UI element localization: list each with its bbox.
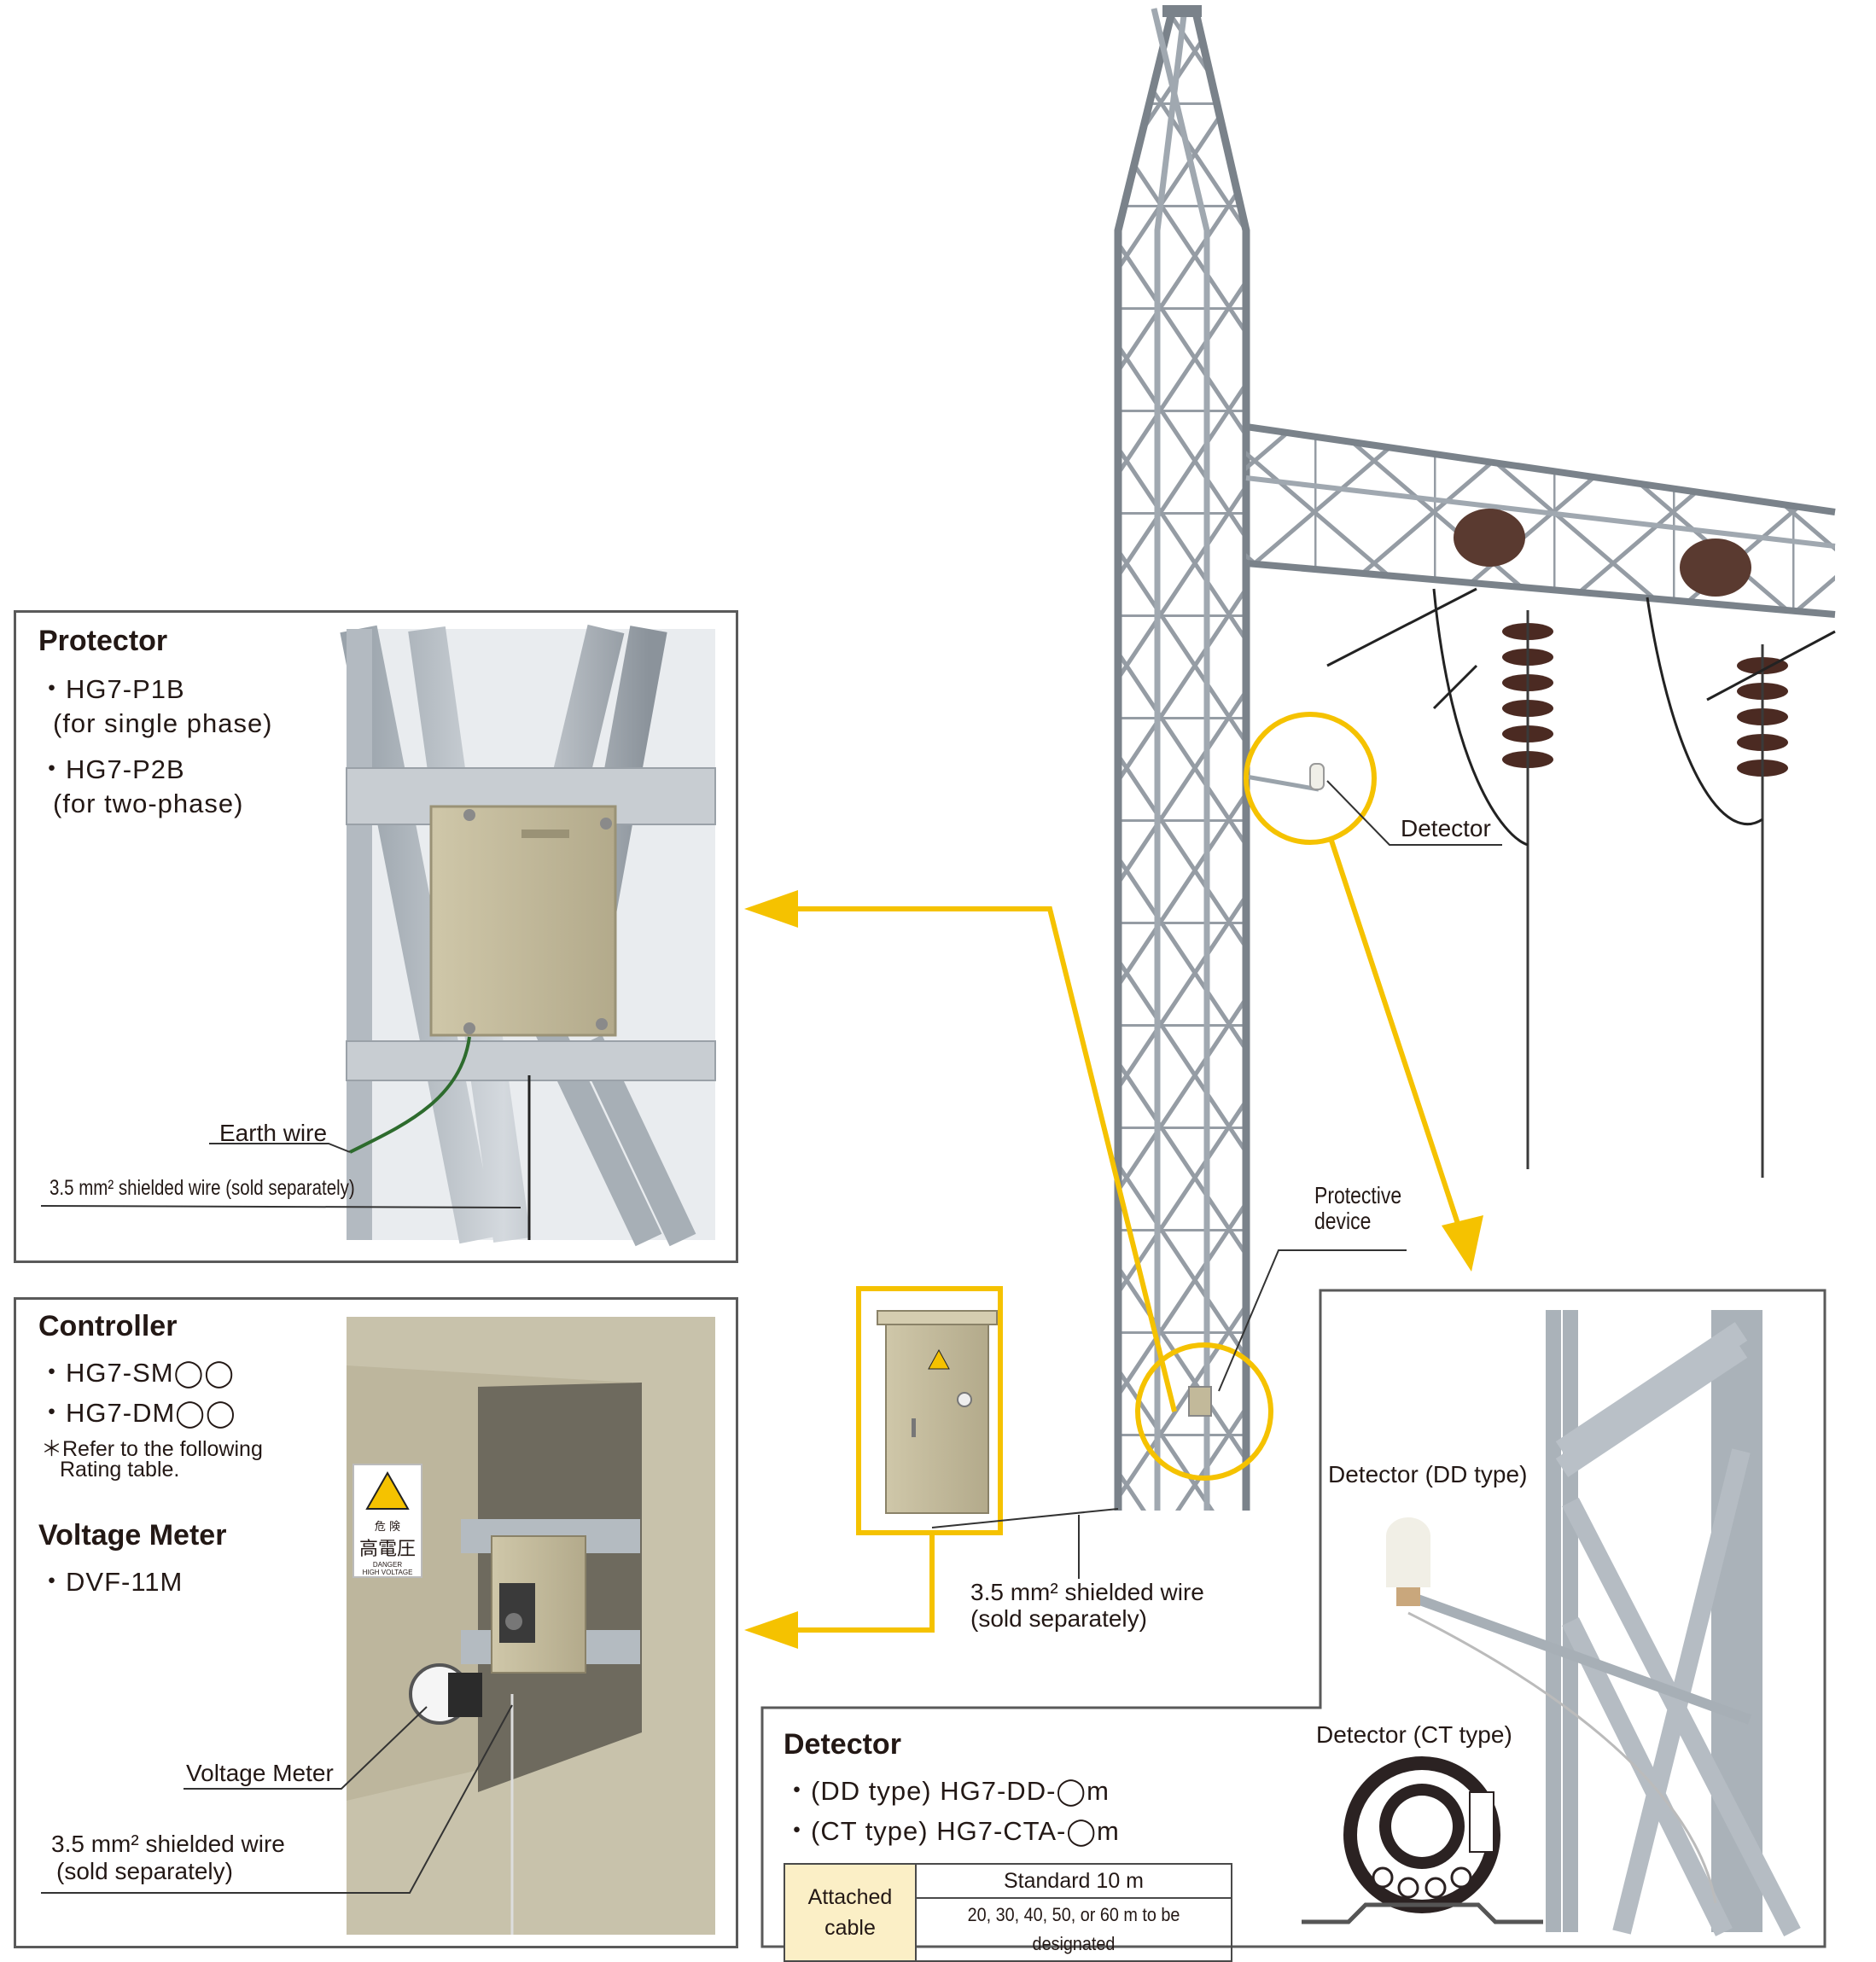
protector-shielded-wire-label: 3.5 mm² shielded wire (sold separately) (50, 1176, 355, 1200)
danger-sign: 危 険 高電圧 DANGER HIGH VOLTAGE (353, 1517, 422, 1576)
protective-device-label-2: device (1314, 1208, 1372, 1234)
controller-panel (14, 1297, 738, 1948)
protector-item-3: ・HG7-P2B (38, 754, 185, 784)
protector-leader-lines (40, 1143, 521, 1208)
controller-photo (347, 1317, 715, 1935)
cable-table-header: Attached cable (784, 1863, 917, 1962)
detector-ct-label: Detector (CT type) (1316, 1721, 1512, 1748)
controller-note-2: Rating table. (60, 1458, 180, 1482)
earth-wire-label: Earth wire (219, 1120, 328, 1146)
protector-photo (340, 624, 716, 1247)
tower-leader-lines (931, 780, 1502, 1579)
voltage-meter-title: Voltage Meter (38, 1519, 227, 1552)
protector-panel (14, 610, 738, 1263)
danger-sign-line-1: 危 険 (374, 1521, 401, 1534)
controller-note-1: ＊Refer to the following (41, 1437, 263, 1461)
danger-sign-line-3: DANGER (372, 1561, 403, 1569)
controller-leader-lines (41, 1704, 513, 1894)
attached-cable-table: Attached cable Standard 10 m 20, 30, 40,… (784, 1863, 1232, 1962)
controller-shielded-wire-label-1: 3.5 mm² shielded wire (51, 1831, 285, 1857)
detector-item-dd: ・(DD type) HG7-DD-◯m (784, 1776, 1110, 1806)
protector-item-2: (for single phase) (53, 708, 273, 738)
ct-detector-drawing (1302, 1756, 1543, 1924)
detector-item-ct: ・(CT type) HG7-CTA-◯m (784, 1816, 1120, 1846)
protector-item-1: ・HG7-P1B (38, 674, 185, 704)
detector-photo (1386, 1310, 1814, 1937)
danger-sign-line-2: 高電圧 (358, 1539, 416, 1560)
voltage-meter-label: Voltage Meter (186, 1760, 334, 1786)
voltage-meter-item: ・DVF-11M (38, 1567, 184, 1597)
controller-cabinet-thumbnail (877, 1310, 998, 1514)
controller-item-1: ・HG7-SM◯◯ (38, 1358, 235, 1388)
callout-arrows (777, 840, 1466, 1633)
transmission-tower (1114, 5, 1836, 1511)
cable-standard-cell: Standard 10 m (915, 1863, 1232, 1899)
controller-title: Controller (38, 1310, 178, 1342)
controller-shielded-wire-label-2: (sold separately) (56, 1858, 233, 1884)
danger-sign-line-4: HIGH VOLTAGE (362, 1569, 413, 1576)
cable-options-cell: 20, 30, 40, 50, or 60 m to be designated (915, 1897, 1232, 1962)
detector-dd-label: Detector (DD type) (1328, 1461, 1528, 1488)
protector-item-4: (for two-phase) (53, 789, 244, 818)
tower-shielded-wire-label-1: 3.5 mm² shielded wire (970, 1579, 1204, 1605)
cable-table-header-1: Attached (807, 1885, 893, 1909)
arrow-heads (744, 890, 1483, 1649)
cable-table-header-2: cable (824, 1916, 876, 1940)
tower-shielded-wire-label-2: (sold separately) (970, 1605, 1147, 1632)
protective-device-label-1: Protective (1314, 1182, 1402, 1208)
detector-title: Detector (784, 1728, 901, 1761)
protector-title: Protector (38, 625, 168, 657)
controller-item-2: ・HG7-DM◯◯ (38, 1398, 236, 1428)
cable-options-text: 20, 30, 40, 50, or 60 m to be designated (967, 1904, 1180, 1954)
tower-detector-label: Detector (1401, 815, 1491, 841)
